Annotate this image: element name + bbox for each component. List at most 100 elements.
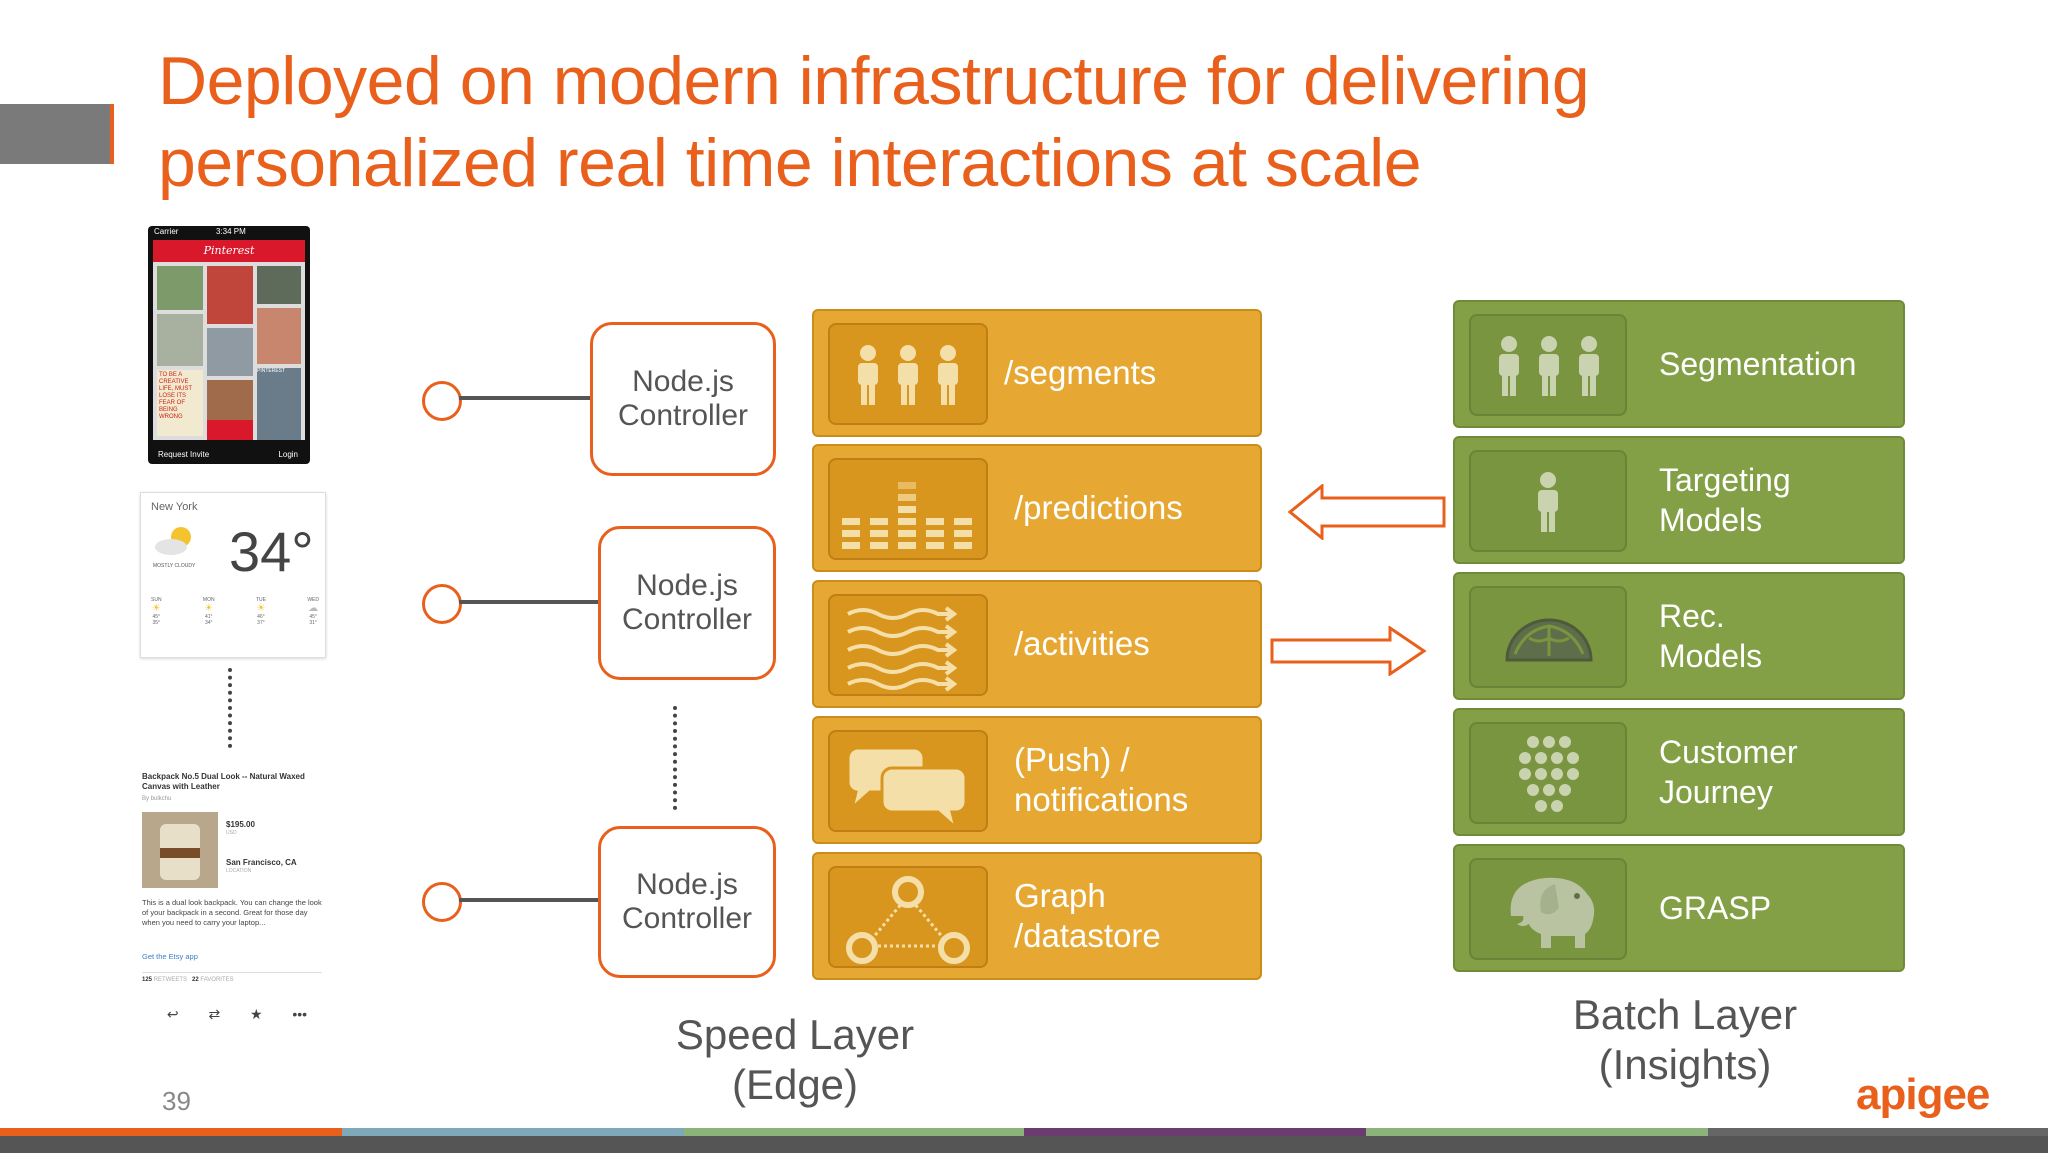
etsy-price: $195.00 [226, 820, 255, 829]
reply-icon[interactable]: ↩ [166, 1006, 179, 1022]
etsy-title: Backpack No.5 Dual Look -- Natural Waxed… [142, 772, 305, 791]
brain-icon [1469, 586, 1627, 688]
etsy-location: San Francisco, CA [226, 858, 297, 867]
controller-label-line1: Node.js [632, 365, 734, 398]
footer-stripe [0, 1128, 2048, 1153]
forecast-day: WED☁45°31° [307, 597, 319, 626]
speed-item-label: /activities [1014, 625, 1150, 662]
speed-item-graph-datastore: Graph/datastore [812, 852, 1262, 980]
etsy-card: Backpack No.5 Dual Look -- Natural Waxed… [140, 770, 324, 1032]
bar-equalizer-icon [828, 458, 988, 560]
pin-tile-badge: PINTEREST [257, 368, 301, 440]
pin-tile [207, 380, 253, 420]
wavy-arrows-icon [828, 594, 988, 696]
backpack-image [142, 812, 218, 888]
batch-item-segmentation: Segmentation [1453, 300, 1905, 428]
people-icon [828, 323, 988, 425]
apigee-logo: apigee [1856, 1070, 1990, 1119]
speed-layer-caption: Speed Layer (Edge) [675, 1011, 915, 1108]
cloud-sun-icon [155, 527, 191, 555]
client-endpoint-circle [422, 882, 462, 922]
etsy-app-link[interactable]: Get the Etsy app [142, 952, 198, 961]
pin-tile [257, 308, 301, 364]
batch-item-label: GRASP [1659, 890, 1772, 926]
pin-tile [207, 328, 253, 376]
pin-tile-quote: TO BE A CREATIVE LIFE, MUST LOSE ITS FEA… [157, 370, 203, 436]
arrow-left-icon [1287, 484, 1446, 540]
pin-tile [207, 266, 253, 324]
person-icon [1469, 450, 1627, 552]
chat-bubbles-icon [828, 730, 988, 833]
people-icon [1469, 314, 1627, 416]
pin-tile [157, 314, 203, 366]
etsy-location-label: LOCATION [226, 868, 252, 874]
etsy-stats: 125 RETWEETS 22 FAVORITES [142, 972, 322, 983]
slide-title-line1: Deployed on modern infrastructure for de… [158, 43, 1590, 119]
speed-item-label: (Push) /notifications [1014, 741, 1189, 818]
speed-item-label: /predictions [1014, 489, 1183, 526]
weather-forecast: SUN☀45°35° MON☀41°34° TUE☀46°37° WED☁45°… [151, 597, 319, 626]
speed-item-label: /segments [1004, 354, 1157, 391]
graph-triangle-icon [828, 866, 988, 968]
slide-title-line2: personalized real time interactions at s… [158, 125, 1422, 201]
favorite-icon[interactable]: ★ [250, 1006, 263, 1022]
speed-item-label: Graph/datastore [1014, 877, 1161, 954]
pin-tile [257, 266, 301, 304]
more-icon[interactable]: ••• [292, 1006, 308, 1022]
pin-tile [157, 266, 203, 310]
batch-item-label: Segmentation [1659, 346, 1857, 382]
weather-condition: MOSTLY CLOUDY [153, 563, 196, 569]
speed-item-segments: /segments [812, 309, 1262, 437]
title-accent-bar [0, 104, 114, 164]
phone-screen: Pinterest TO BE A CREATIVE LIFE, MUST LO… [153, 240, 305, 440]
connector-line [459, 396, 591, 400]
controller-label-line2: Controller [621, 902, 753, 935]
page-number: 39 [162, 1086, 191, 1116]
node-network-icon [1469, 722, 1627, 824]
request-invite-link[interactable]: Request Invite [158, 450, 210, 459]
etsy-description: This is a dual look backpack. You can ch… [142, 898, 322, 927]
controller-label-line2: Controller [621, 603, 753, 636]
client-endpoint-circle [422, 381, 462, 421]
weather-temp: 34° [229, 520, 314, 583]
pin-tile [207, 420, 253, 440]
forecast-day: SUN☀45°35° [151, 597, 162, 626]
elephant-icon [1469, 858, 1627, 960]
phone-time: 3:34 PM [216, 227, 246, 236]
sun-icon: ☀ [151, 603, 161, 614]
batch-item-label: Rec.Models [1659, 598, 1763, 674]
client-endpoint-circle [422, 584, 462, 624]
retweet-icon[interactable]: ⇄ [208, 1006, 221, 1022]
etsy-author: By bulkchu [142, 796, 172, 802]
forecast-day: MON☀41°34° [202, 597, 215, 626]
speed-item-activities: /activities [812, 580, 1262, 708]
batch-layer-caption: Batch Layer (Insights) [1572, 991, 1798, 1088]
arrow-right-icon [1270, 626, 1427, 676]
connector-line [459, 600, 599, 604]
speed-item-notifications: (Push) /notifications [812, 716, 1262, 844]
etsy-actions: ↩ ⇄ ★ ••• [152, 1006, 322, 1023]
controller-label-line2: Controller [617, 399, 749, 432]
slide-title: Deployed on modern infrastructure for de… [158, 40, 1858, 204]
batch-item-grasp: GRASP [1453, 844, 1905, 972]
forecast-day: TUE☀46°37° [255, 597, 266, 626]
cloud-icon: ☁ [308, 603, 319, 614]
phone-screenshot: Carrier 3:34 PM Pinterest TO BE A CREATI… [148, 226, 310, 464]
controllers-ellipsis-line [673, 706, 677, 810]
login-link[interactable]: Login [278, 450, 298, 459]
connector-line [459, 898, 599, 902]
sun-icon: ☀ [256, 603, 266, 614]
weather-card: New York 34° MOSTLY CLOUDY SUN☀45°35° MO… [140, 492, 326, 658]
phone-app-title: Pinterest [153, 240, 305, 262]
clients-ellipsis-line [228, 668, 232, 748]
phone-carrier: Carrier [154, 227, 179, 236]
batch-item-rec-models: Rec.Models [1453, 572, 1905, 700]
sun-icon: ☀ [204, 603, 214, 614]
